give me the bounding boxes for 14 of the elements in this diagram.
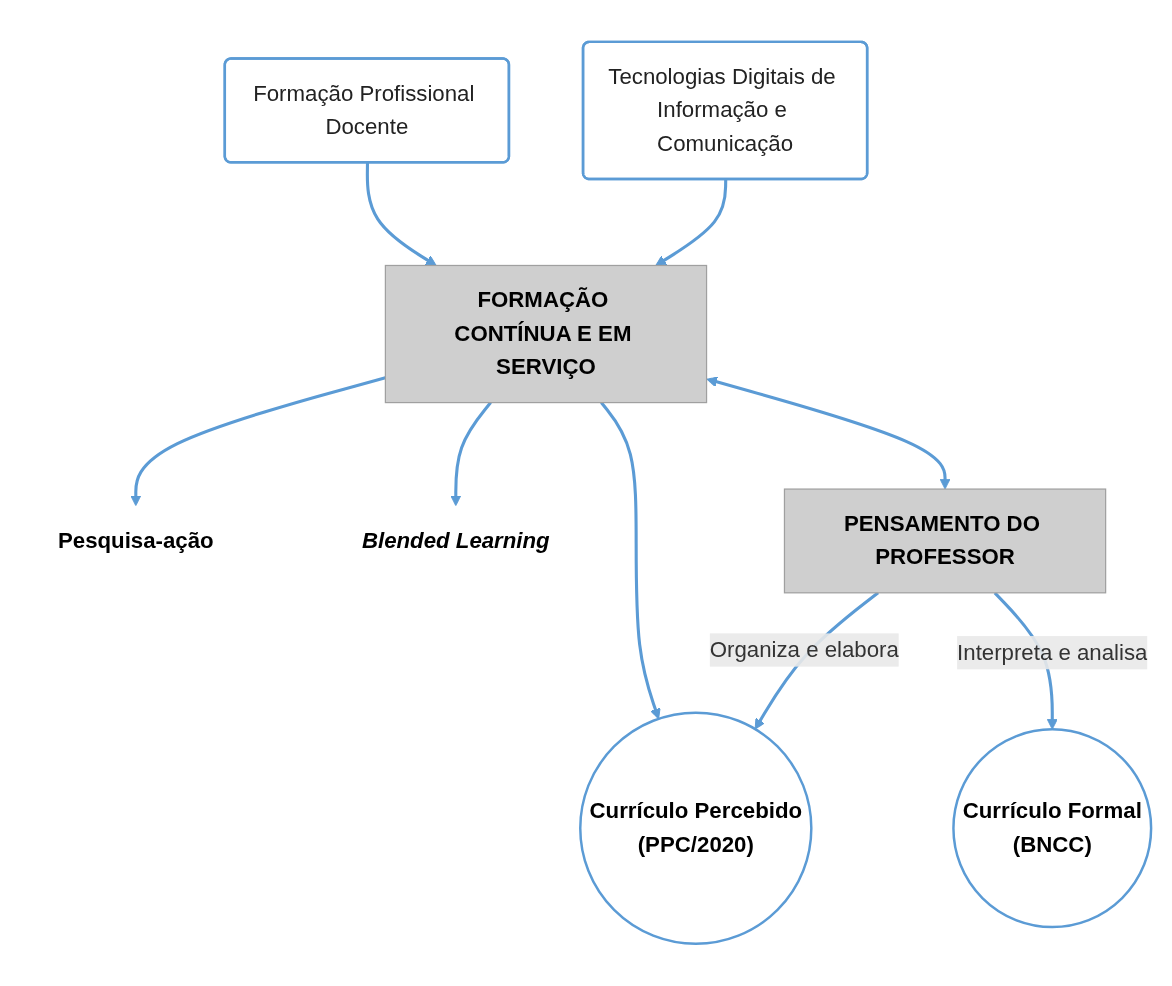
arrow — [655, 179, 728, 267]
node-circle: Currículo Percebido (PPC/2020) — [579, 711, 813, 946]
node-text: Pesquisa-ação — [57, 528, 214, 553]
node-box: PENSAMENTO DO PROFESSOR — [783, 488, 1107, 594]
arrow — [600, 401, 661, 720]
arrow — [365, 163, 437, 267]
arrow — [450, 401, 492, 507]
node-circle: Currículo Formal (BNCC) — [952, 728, 1153, 929]
edge-label: Interpreta e analisa — [957, 639, 1148, 665]
arrow — [706, 376, 951, 490]
node-box: FORMAÇÃO CONTÍNUA E EM SERVIÇO — [384, 265, 708, 404]
node-text: Blended Learning — [361, 528, 550, 553]
arrow — [130, 376, 386, 507]
edge-label: Organiza e elabora — [709, 637, 899, 662]
